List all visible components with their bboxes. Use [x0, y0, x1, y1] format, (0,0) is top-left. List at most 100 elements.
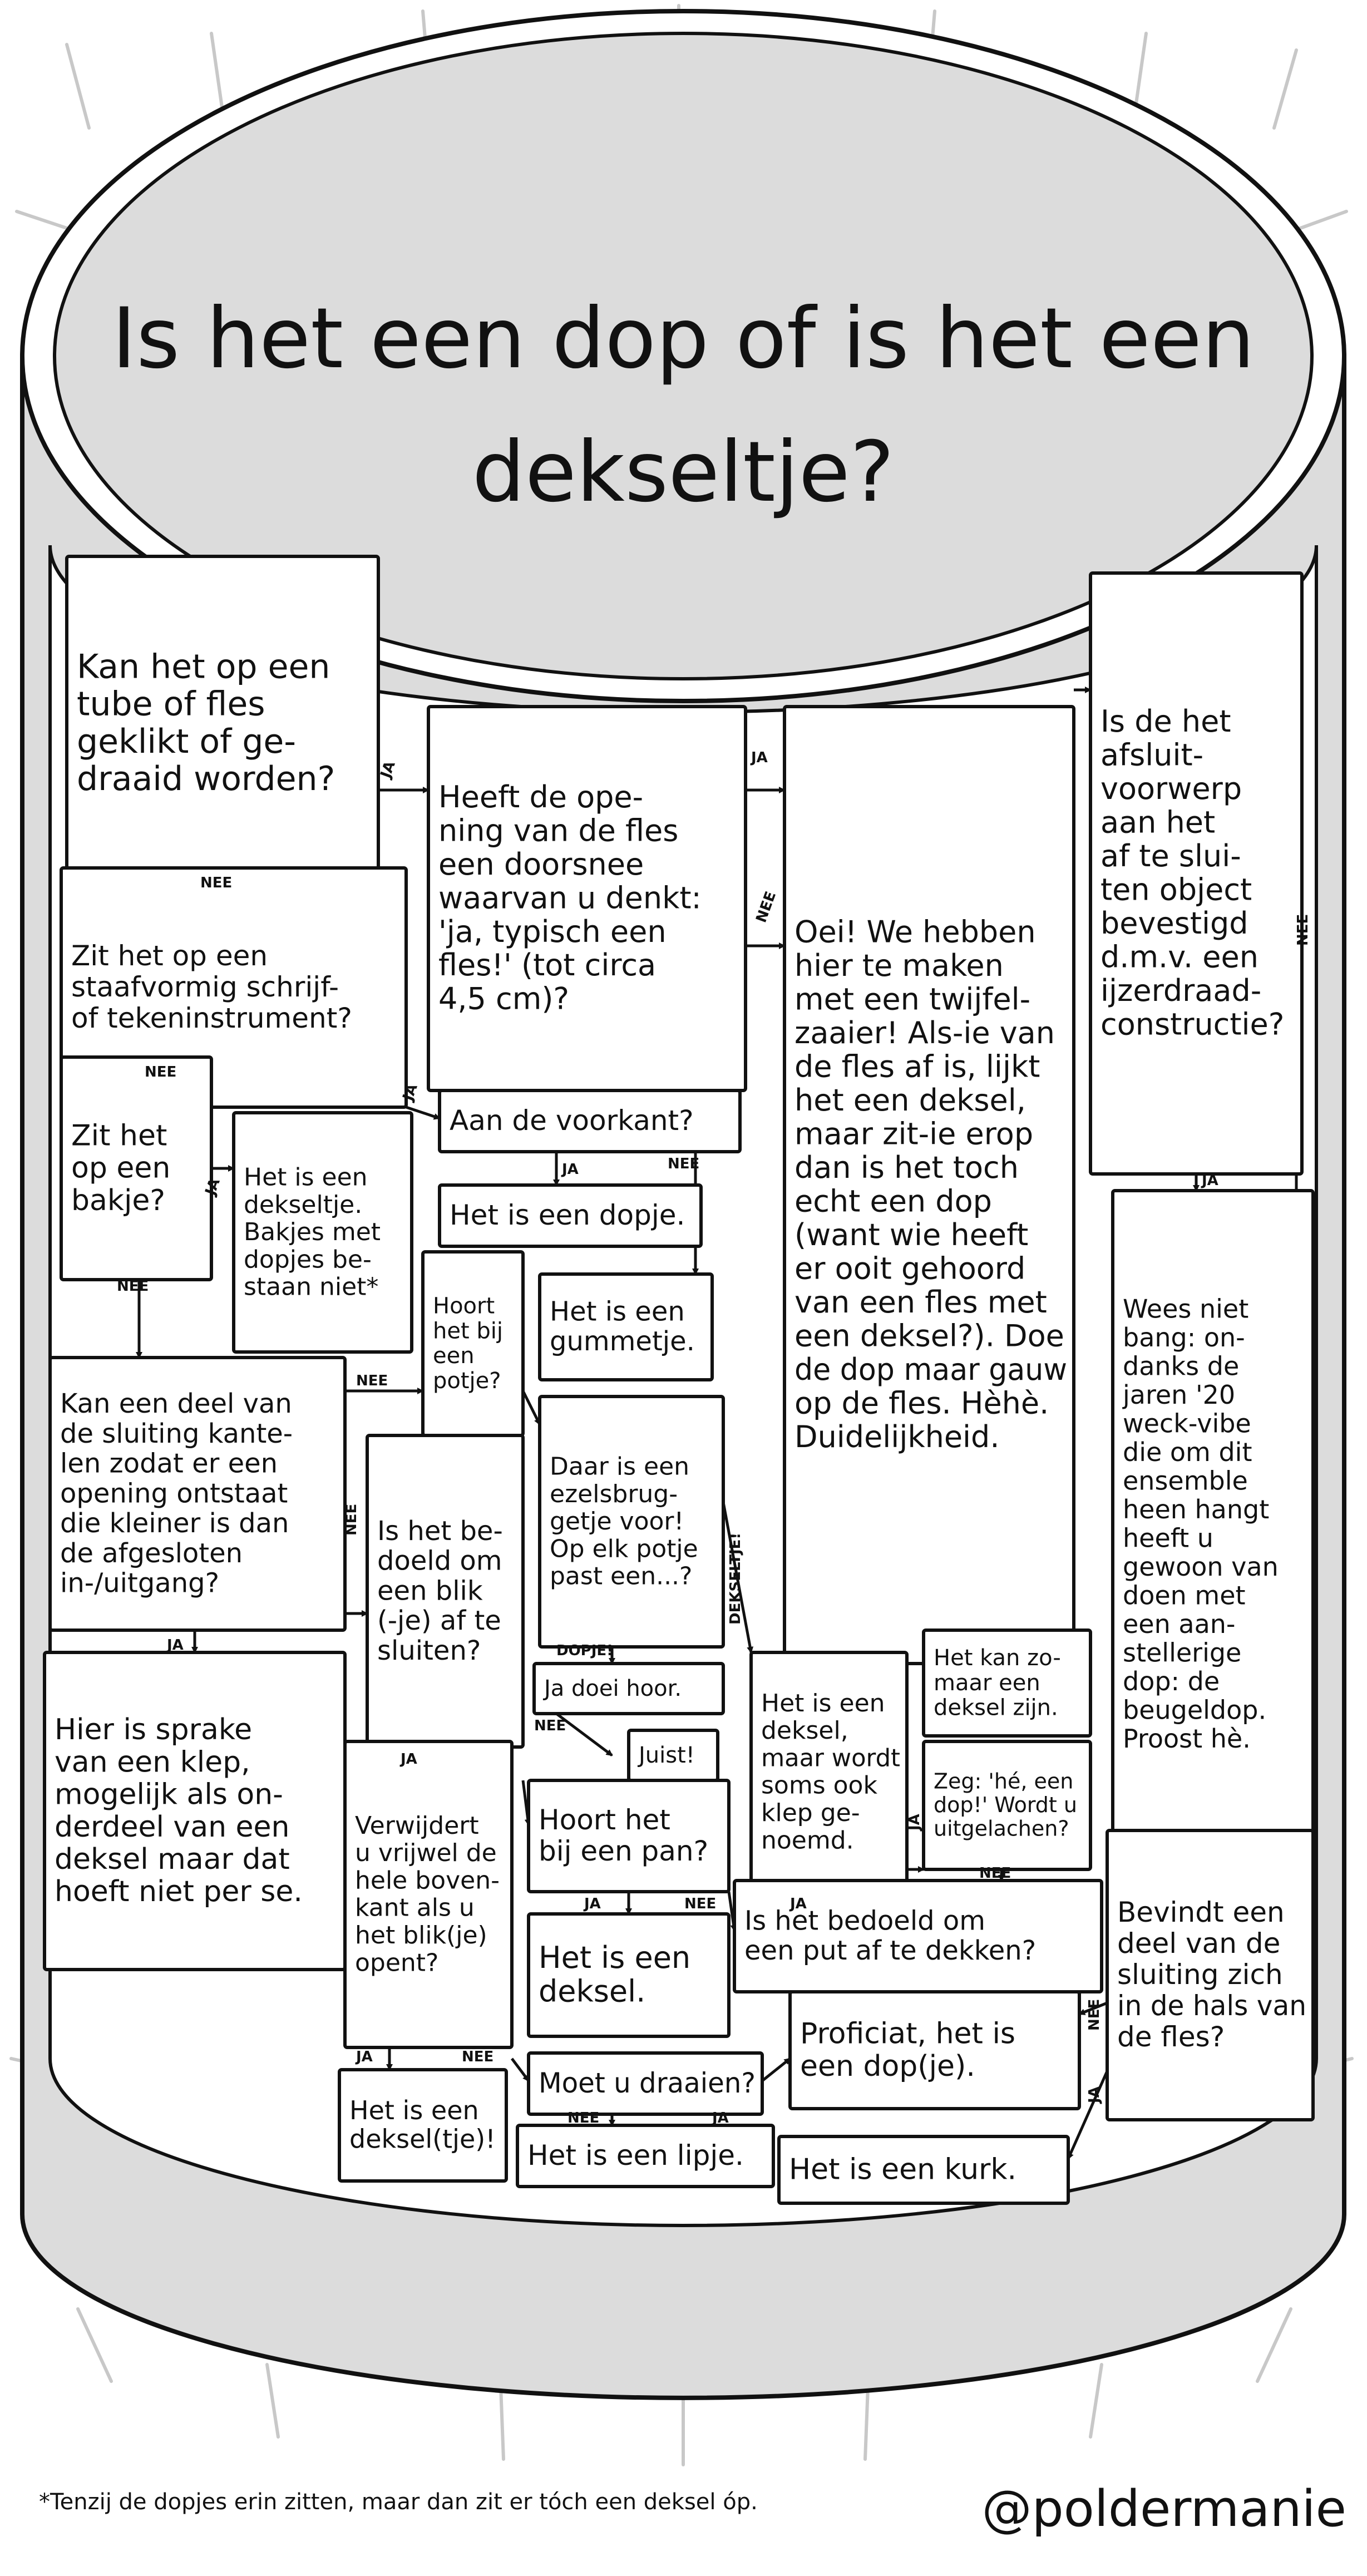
node-text-line: maar wordt	[761, 1744, 900, 1772]
node-text-line: op de fles. Hèhè.	[794, 1385, 1049, 1420]
node-text-line: dopjes be-	[244, 1245, 372, 1274]
node-text-line: beugeldop.	[1123, 1695, 1266, 1725]
node-text-line: Daar is een	[550, 1453, 689, 1481]
edge-label-nee: NEE	[200, 875, 232, 891]
node-text-line: Kan een deel van	[60, 1388, 292, 1419]
node-text-line: de dop maar gauw	[794, 1352, 1067, 1387]
node-text-line: Is de het	[1100, 704, 1231, 739]
ray-stroke	[863, 2385, 870, 2461]
node-text-line: soms ook	[761, 1771, 877, 1800]
footnote: *Tenzij de dopjes erin zitten, maar dan …	[39, 2489, 758, 2515]
node-text-line: deksel maar dat	[55, 1843, 290, 1876]
node-text-line: Proost hè.	[1123, 1724, 1251, 1754]
node-text-line: Het is een	[539, 1940, 690, 1975]
node-text-line: deksel.	[539, 1974, 645, 2009]
node-text-line: klep ge-	[761, 1799, 860, 1827]
node-text-line: er ooit gehoord	[794, 1251, 1025, 1286]
node-text-line: Oei! We hebben	[794, 915, 1036, 950]
node-text-line: Het kan zo-	[934, 1645, 1061, 1671]
node-text-line: hoeft niet per se.	[55, 1875, 303, 1908]
node-text-line: zaaier! Als-ie van	[794, 1015, 1055, 1050]
poster-title-line-2: dekseltje?	[472, 424, 895, 521]
node-text-line: constructie?	[1100, 1006, 1284, 1042]
node-text-line: Is het bedoeld om	[744, 1905, 985, 1936]
node-text-line: de fles af is, lijkt	[794, 1049, 1040, 1084]
node-text-line: kant als u	[355, 1894, 475, 1922]
node-text-line: opening ontstaat	[60, 1478, 288, 1509]
node-box	[777, 2135, 1070, 2205]
edge-label-nee: NEE	[145, 1064, 176, 1080]
node-text-line: Het is een	[761, 1689, 885, 1718]
node-text-line: Hoort	[433, 1294, 495, 1319]
flow-arrow	[555, 1713, 613, 1756]
node-text-line: jaren '20	[1122, 1380, 1235, 1410]
node-text-line: Is het be-	[377, 1516, 503, 1547]
node-text-line: of tekeninstrument?	[71, 1002, 352, 1034]
node-r-kurk: Het is een kurk.	[777, 2135, 1070, 2205]
node-text-line: Duidelijkheid.	[794, 1419, 999, 1454]
ray-stroke	[65, 43, 91, 130]
node-text-line: bij een pan?	[539, 1835, 708, 1867]
edge-label-ja: JA	[399, 1751, 417, 1768]
node-text-line: Hoort het	[539, 1804, 670, 1836]
ray-stroke	[265, 2363, 280, 2439]
can-lid-inner	[53, 32, 1314, 680]
node-text-line: Zit het	[71, 1119, 167, 1152]
node-box	[788, 1990, 1081, 2110]
node-text-line: het blik(je)	[355, 1921, 487, 1950]
node-text-line: fles!' (tot circa	[438, 948, 656, 983]
edge-label-ja: JA	[561, 1161, 579, 1178]
edge-label-nee: NEE	[117, 1278, 149, 1295]
node-text-line: die om dit	[1123, 1437, 1252, 1467]
node-r-lipje: Het is een lipje.	[516, 2124, 775, 2188]
node-r-juist: Juist!	[627, 1729, 719, 1782]
edge-label-nee: NEE	[343, 1504, 360, 1536]
credit-handle: @poldermanie	[982, 2480, 1346, 2538]
flow-arrow	[1067, 2057, 1114, 2160]
node-text-line: Het is een	[244, 1163, 368, 1192]
node-text-line: Moet u draaien?	[539, 2067, 756, 2099]
node-text-line: bang: on-	[1123, 1322, 1245, 1353]
node-box	[538, 1272, 714, 1381]
node-text-line: de sluiting kante-	[60, 1418, 293, 1449]
node-text-line: ijzerdraad-	[1100, 973, 1261, 1008]
edge-label-ja: JA	[789, 1896, 807, 1912]
node-text-line: hele boven-	[355, 1866, 500, 1894]
flow-arrow	[1078, 2001, 1108, 2016]
node-text-line: draaid worden?	[77, 759, 335, 798]
node-text-line: echt een dop	[794, 1184, 992, 1219]
node-box	[1106, 1829, 1315, 2121]
node-box	[438, 1089, 742, 1153]
node-box	[532, 1662, 725, 1715]
node-text-line: Zeg: 'hé, een	[934, 1769, 1073, 1794]
node-text-line: afsluit-	[1100, 738, 1203, 773]
edge-label-nee: NEE	[1086, 1999, 1103, 2031]
node-text-line: Wees niet	[1123, 1294, 1248, 1324]
node-box	[1089, 571, 1304, 1176]
node-r-dopje: Het is een dopje.	[438, 1183, 703, 1248]
flow-arrow	[406, 1106, 441, 1120]
node-box	[527, 1912, 731, 2038]
ray-stroke	[76, 2307, 113, 2383]
node-box	[527, 1779, 731, 1893]
flow-arrow	[511, 2057, 530, 2082]
node-text-line: d.m.v. een	[1100, 939, 1259, 974]
node-text-line: Hier is sprake	[55, 1713, 252, 1746]
node-text-line: ten object	[1100, 872, 1252, 907]
node-text-line: een doorsnee	[438, 847, 644, 882]
